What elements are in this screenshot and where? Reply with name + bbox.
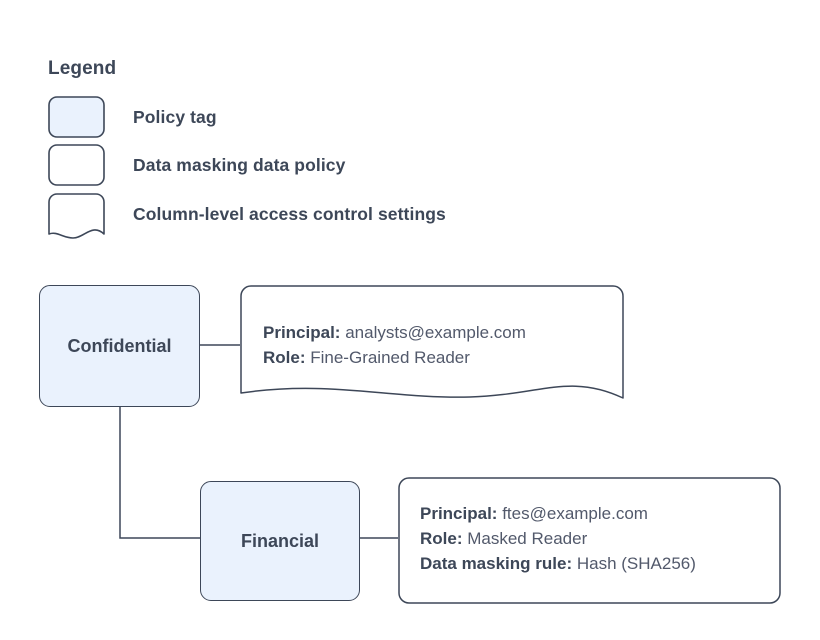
detail-line: Data masking rule: Hash (SHA256) [420,551,696,576]
legend-item-data-masking-policy: Data masking data policy [48,144,345,186]
detail-key: Principal: [420,504,498,523]
legend-title: Legend [48,58,117,79]
detail-line: Principal: ftes@example.com [420,501,696,526]
detail-text-block: Principal: ftes@example.com Role: Masked… [420,501,696,576]
data-masking-policy-shape-icon [398,477,781,604]
column-level-access-swatch-icon [48,193,105,239]
node-financial[interactable]: Financial [200,481,360,601]
detail-key: Role: [263,348,306,367]
detail-key: Data masking rule: [420,554,573,573]
legend-item-label: Policy tag [133,106,217,127]
column-level-access-shape-icon [240,285,624,409]
detail-line: Role: Masked Reader [420,526,696,551]
detail-box-financial[interactable]: Principal: ftes@example.com Role: Masked… [398,477,781,604]
node-label: Confidential [67,335,172,356]
policy-tag-swatch-icon [48,96,105,138]
detail-value: analysts@example.com [345,323,526,342]
detail-text-block: Principal: analysts@example.com Role: Fi… [263,320,526,370]
detail-key: Principal: [263,323,341,342]
detail-value: Masked Reader [467,529,588,548]
legend-item-policy-tag: Policy tag [48,96,217,138]
detail-value: ftes@example.com [502,504,648,523]
detail-line: Role: Fine-Grained Reader [263,345,526,370]
detail-key: Role: [420,529,463,548]
legend-item-label: Data masking data policy [133,154,346,175]
legend-item-label: Column-level access control settings [133,203,446,224]
node-label: Financial [240,530,320,551]
node-confidential[interactable]: Confidential [39,285,200,407]
legend-item-column-level-access: Column-level access control settings [48,193,446,239]
detail-value: Fine-Grained Reader [310,348,470,367]
data-masking-policy-swatch-icon [48,144,105,186]
detail-box-confidential[interactable]: Principal: analysts@example.com Role: Fi… [240,285,624,409]
detail-line: Principal: analysts@example.com [263,320,526,345]
detail-value: Hash (SHA256) [576,554,696,573]
